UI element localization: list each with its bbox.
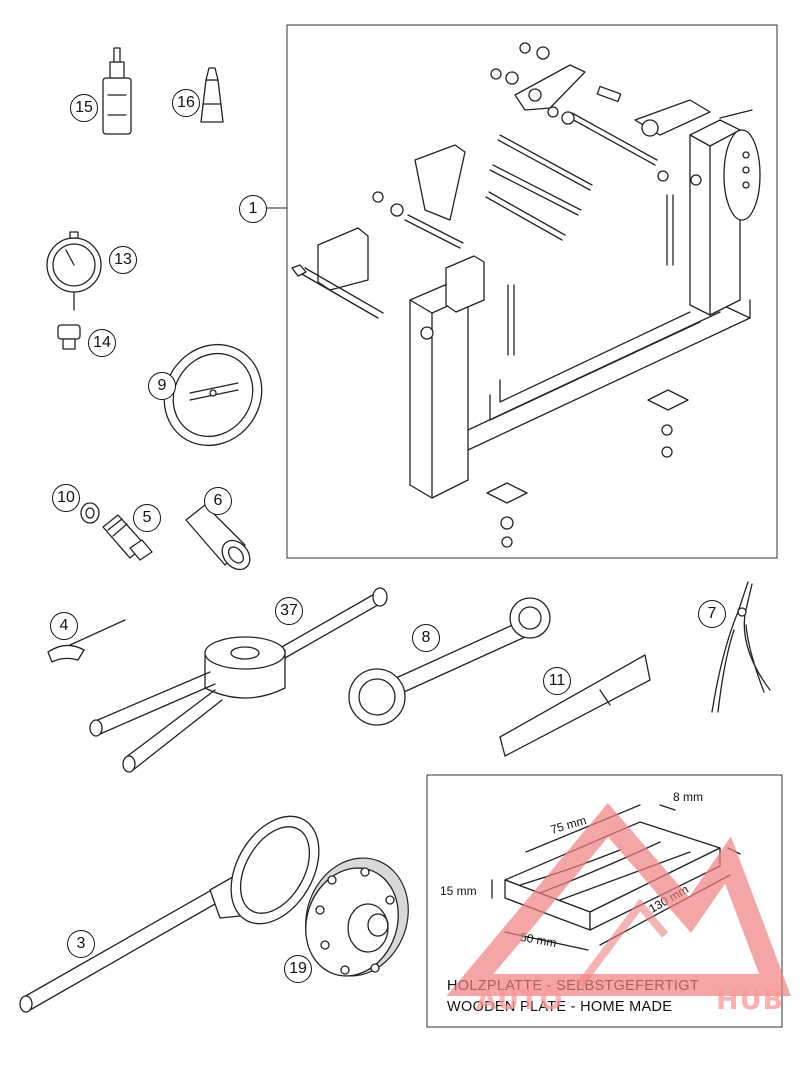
callout-19: 19 — [284, 955, 312, 983]
adhesive-bottle — [102, 47, 132, 135]
dial-gauge — [46, 231, 102, 311]
dim-top: 8 mm — [673, 790, 703, 804]
gauge-plate — [499, 654, 651, 757]
degree-disc — [163, 343, 263, 447]
feeler-gauge — [47, 619, 126, 663]
flywheel-puller — [305, 857, 409, 977]
lubricant-tube — [200, 67, 224, 123]
callout-7: 7 — [698, 600, 726, 628]
callout-37: 37 — [275, 597, 303, 625]
watermark-text-right: HUB — [716, 985, 785, 1016]
circlip-pliers — [711, 581, 771, 713]
threaded-adapter — [185, 504, 251, 571]
callout-11: 11 — [543, 667, 571, 695]
engine-stand — [291, 42, 761, 548]
sleeve — [80, 502, 100, 524]
callout-6: 6 — [204, 487, 232, 515]
holding-tool — [89, 587, 388, 773]
callout-16: 16 — [172, 89, 200, 117]
callout-14: 14 — [88, 329, 116, 357]
callout-15: 15 — [70, 94, 98, 122]
puller — [102, 514, 153, 561]
flywheel-holder — [19, 815, 320, 1013]
callout-13: 13 — [109, 246, 137, 274]
callout-10: 10 — [52, 484, 80, 512]
callout-4: 4 — [50, 612, 78, 640]
gauge-adapter — [57, 324, 81, 350]
callout-3: 3 — [67, 930, 95, 958]
pin-wrench — [348, 597, 551, 726]
wooden-plate-drawing — [491, 804, 741, 951]
watermark-text-left: AUTO — [476, 985, 564, 1016]
callout-1: 1 — [239, 195, 267, 223]
caption-english: WOODEN PLATE - HOME MADE — [447, 999, 673, 1015]
callout-5: 5 — [133, 504, 161, 532]
dim-height: 15 mm — [440, 884, 477, 898]
callout-9: 9 — [148, 372, 176, 400]
engine-stand-frame-box — [286, 24, 778, 559]
callout-8: 8 — [412, 624, 440, 652]
